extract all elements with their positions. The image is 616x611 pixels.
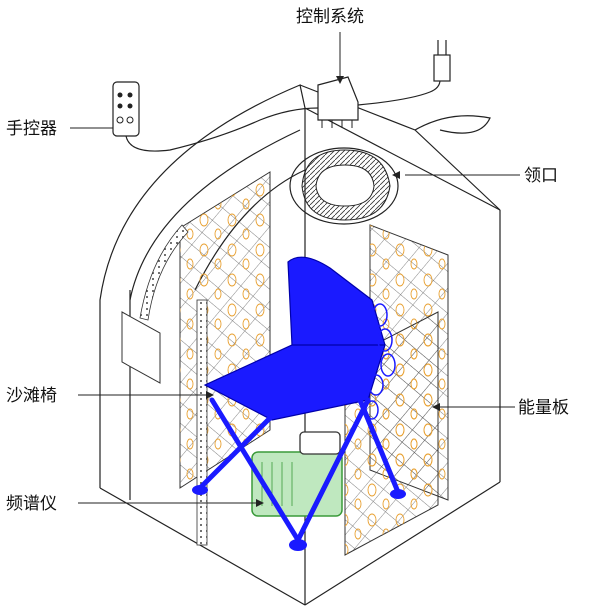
collar-ring xyxy=(289,147,399,225)
hand-controller-device xyxy=(112,81,319,152)
arrow-control xyxy=(336,76,344,84)
control-system-box xyxy=(317,76,359,128)
label-energy-board: 能量板 xyxy=(518,398,569,418)
left-energy-board xyxy=(179,171,271,489)
label-spectrometer: 频谱仪 xyxy=(6,494,57,514)
arrow-collar xyxy=(392,171,400,179)
beach-chair xyxy=(192,256,406,551)
arrow-spectrometer xyxy=(256,499,264,507)
heating-strip-arc xyxy=(139,224,189,321)
arrow-chair xyxy=(206,391,214,399)
label-control-system: 控制系统 xyxy=(296,7,364,27)
heating-strip xyxy=(196,299,208,546)
side-window xyxy=(121,311,161,384)
label-beach-chair: 沙滩椅 xyxy=(6,386,57,406)
label-hand-controller: 手控器 xyxy=(6,119,57,139)
power-plug xyxy=(357,40,491,134)
leader-lines xyxy=(70,32,520,504)
arrow-board xyxy=(432,403,440,411)
label-collar: 领口 xyxy=(524,166,558,186)
